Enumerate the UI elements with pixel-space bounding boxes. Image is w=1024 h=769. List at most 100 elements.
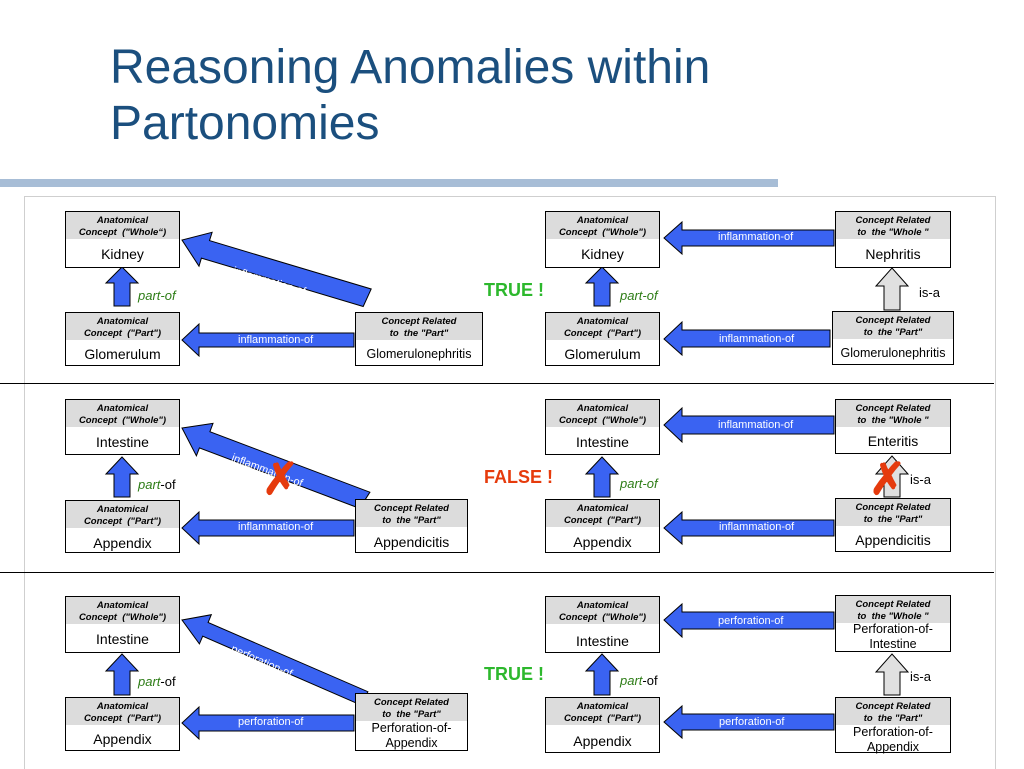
box-concept: Appendicitis <box>373 534 450 550</box>
is-a-label-r2: is-a <box>910 472 931 487</box>
arrow-relation-r2-left-diag <box>181 422 371 510</box>
arrow-relation-r1-right-bottom <box>663 320 831 357</box>
part-of-label-r1-right: part-of <box>620 288 658 303</box>
relation-label-r2-right-top: inflammation-of <box>718 419 794 431</box>
box-related-whole-r3-right: Concept Related to the "Whole " Perforat… <box>835 595 951 652</box>
box-header: Anatomical Concept ("Part") <box>66 313 179 340</box>
box-header: Anatomical Concept ("Whole") <box>66 400 179 427</box>
box-header: Anatomical Concept ("Part") <box>546 500 659 527</box>
box-whole-r2-left: Anatomical Concept ("Whole") Intestine <box>65 399 180 455</box>
box-concept: Intestine <box>96 434 149 450</box>
box-concept: Enteritis <box>867 433 919 449</box>
part-text: part <box>138 674 161 689</box>
box-concept: Glomerulum <box>84 346 161 362</box>
box-part-r2-left: Anatomical Concept ("Part") Appendix <box>65 500 180 553</box>
of-text: -of <box>642 476 658 491</box>
box-concept: Glomerulonephritis <box>366 347 472 361</box>
verdict-r1: TRUE ! <box>484 280 544 300</box>
box-related-part-r1-right: Concept Related to the "Part" Glomerulon… <box>832 311 954 365</box>
relation-label-r1-right-bottom: inflammation-of <box>719 333 795 345</box>
box-header: Anatomical Concept ("Part") <box>66 698 179 725</box>
box-header: Anatomical Concept ("Part") <box>546 698 659 725</box>
box-part-r1-right: Anatomical Concept ("Part") Glomerulum <box>545 312 660 366</box>
relation-label-r2-right-bottom: inflammation-of <box>719 521 795 533</box>
part-of-label-r2-left: part-of <box>138 477 176 492</box>
box-whole-r1-left: Anatomical Concept ("Whole“) Kidney <box>65 211 180 268</box>
part-text: part <box>620 476 643 491</box>
box-part-r3-left: Anatomical Concept ("Part") Appendix <box>65 697 180 751</box>
box-concept: Glomerulum <box>564 346 641 362</box>
arrow-part-of-r3-left <box>104 653 140 696</box>
box-concept: Kidney <box>101 246 144 262</box>
arrow-relation-r1-left-diag <box>181 231 372 308</box>
part-text: part <box>620 673 643 688</box>
relation-label-r1-left-h: inflammation-of <box>238 334 314 346</box>
part-of-label-r2-right: part-of <box>620 476 658 491</box>
box-header: Concept Related to the "Part" <box>836 499 950 526</box>
arrow-relation-r2-right-bottom <box>663 510 835 546</box>
box-related-part-r2-right: Concept Related to the "Part" Appendicit… <box>835 498 951 552</box>
box-concept: Perforation-of- Appendix <box>853 725 933 754</box>
box-concept: Perforation-of- Intestine <box>853 622 933 651</box>
is-a-label-r1: is-a <box>919 285 940 300</box>
box-related-part-r3-right: Concept Related to the "Part" Perforatio… <box>835 697 951 754</box>
box-header: Concept Related to the "Part" <box>356 313 482 340</box>
arrow-relation-r3-right-top <box>663 602 835 639</box>
box-whole-r2-right: Anatomical Concept ("Whole") Intestine <box>545 399 660 455</box>
box-part-r2-right: Anatomical Concept ("Part") Appendix <box>545 499 660 553</box>
box-part-r3-right: Anatomical Concept ("Part") Appendix <box>545 697 660 753</box>
box-header: Anatomical Concept ("Part") <box>66 501 179 528</box>
arrow-part-of-r3-right <box>584 653 620 696</box>
arrow-part-of-r2-left <box>104 456 140 498</box>
part-of-text: part-of <box>138 288 176 303</box>
arrow-is-a-r3 <box>874 653 910 696</box>
box-header: Concept Related to the "Part" <box>833 312 953 339</box>
arrow-relation-r1-left-h <box>181 322 355 358</box>
box-related-part-r2-left: Concept Related to the "Part" Appendicit… <box>355 499 468 553</box>
relation-label-r2-left-h: inflammation-of <box>238 521 314 533</box>
arrow-relation-r2-left-h <box>181 510 355 546</box>
box-concept: Intestine <box>576 434 629 450</box>
box-concept: Kidney <box>581 246 624 262</box>
box-header: Anatomical Concept ("Whole") <box>66 597 179 624</box>
box-header: Anatomical Concept ("Whole") <box>546 400 659 427</box>
box-header: Concept Related to the "Whole " <box>836 212 950 239</box>
box-header: Concept Related to the "Part" <box>356 500 467 527</box>
row-separator-2 <box>0 572 994 573</box>
box-header: Concept Related to the "Part" <box>836 698 950 725</box>
box-concept: Glomerulonephritis <box>840 346 946 360</box>
box-header: Anatomical Concept ("Whole“) <box>66 212 179 239</box>
box-header: Anatomical Concept ("Part") <box>546 313 659 340</box>
arrow-relation-r3-right-bottom <box>663 704 835 740</box>
arrow-is-a-r1 <box>874 267 910 311</box>
relation-label-r3-right-top: perforation-of <box>718 615 784 627</box>
arrow-part-of-r2-right <box>584 456 620 498</box>
box-header: Anatomical Concept ("Whole") <box>546 597 659 624</box>
part-of-label-r1-left: part-of <box>138 288 176 303</box>
diagram-frame <box>24 196 996 769</box>
of-text: -of <box>642 673 658 688</box>
is-a-label-r3: is-a <box>910 669 931 684</box>
box-whole-r1-right: Anatomical Concept ("Whole") Kidney <box>545 211 660 268</box>
box-related-part-r1-left: Concept Related to the "Part" Glomerulon… <box>355 312 483 366</box>
relation-label-r3-left-h: perforation-of <box>238 716 304 728</box>
page-title: Reasoning Anomalies within Partonomies <box>110 41 711 150</box>
arrow-relation-r2-right-top <box>663 406 835 444</box>
title-divider <box>0 179 778 187</box>
box-related-whole-r1-right: Concept Related to the "Whole " Nephriti… <box>835 211 951 268</box>
box-header: Concept Related to the "Whole " <box>836 596 950 623</box>
of-text: -of <box>642 288 658 303</box>
arrow-is-a-r2 <box>874 455 910 498</box>
verdict-r3: TRUE ! <box>484 664 544 684</box>
box-concept: Appendix <box>93 535 152 551</box>
box-header: Concept Related to the "Part" <box>356 694 467 721</box>
box-concept: Appendix <box>573 733 632 749</box>
box-concept: Perforation-of- Appendix <box>371 721 452 750</box>
relation-label-r1-right-top: inflammation-of <box>718 231 794 243</box>
box-concept: Appendicitis <box>855 532 931 548</box>
arrow-part-of-r1-left <box>104 266 140 307</box>
box-related-part-r3-left: Concept Related to the "Part" Perforatio… <box>355 693 468 751</box>
arrow-relation-r1-right-top <box>663 220 835 256</box>
arrow-part-of-r1-right <box>584 266 620 307</box>
